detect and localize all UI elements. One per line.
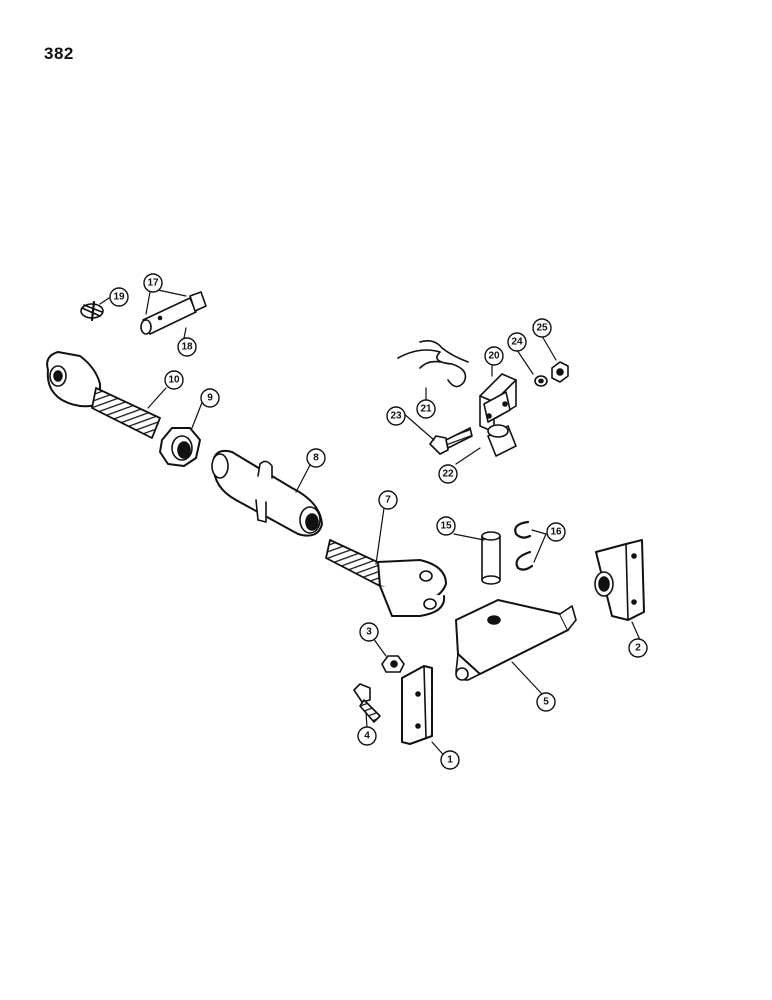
- callout-7-label: 7: [385, 495, 391, 506]
- callout-5-label: 5: [543, 697, 549, 708]
- callout-19-label: 19: [113, 292, 125, 303]
- threaded-clevis-part: [325, 539, 447, 617]
- bracket-part: [479, 373, 517, 433]
- callout-10-label: 10: [168, 375, 180, 386]
- hex-nut-part: [159, 427, 201, 467]
- bushing-part: [487, 424, 517, 457]
- callout-8-label: 8: [313, 453, 319, 464]
- callout-1-label: 1: [447, 755, 453, 766]
- callout-18: [177, 337, 197, 357]
- callout-23: [386, 406, 406, 426]
- snap-ring-part: [514, 520, 534, 571]
- spring-clip-part: [397, 340, 469, 388]
- callout-20: [484, 346, 504, 366]
- bolt-part: [429, 427, 473, 455]
- callout-19: [109, 287, 129, 307]
- callout-3: [359, 622, 379, 642]
- callout-9-label: 9: [207, 393, 213, 404]
- callout-21: [416, 399, 436, 419]
- callout-20-label: 20: [488, 351, 500, 362]
- callout-17: [143, 273, 163, 293]
- lynch-pin-part: [80, 300, 104, 322]
- callout-1: [440, 750, 460, 770]
- strap-part: [401, 665, 433, 745]
- pin-part: [481, 531, 501, 585]
- callout-4: [357, 726, 377, 746]
- callout-16-label: 16: [550, 527, 562, 538]
- callout-24: [507, 332, 527, 352]
- lever-arm-part: [455, 599, 577, 681]
- callout-4-label: 4: [364, 731, 370, 742]
- page-number: 382: [44, 44, 74, 63]
- mounting-plate-part: [594, 539, 645, 621]
- callout-22-label: 22: [442, 469, 454, 480]
- callout-25: [532, 318, 552, 338]
- lock-nut-part: [381, 655, 405, 673]
- callout-8: [306, 448, 326, 468]
- callout-21-label: 21: [420, 404, 432, 415]
- turnbuckle-part: [211, 449, 323, 537]
- link-end-part: [46, 351, 161, 439]
- callout-10: [164, 370, 184, 390]
- small-nut-part: [551, 361, 569, 383]
- callout-2-label: 2: [635, 643, 641, 654]
- callout-24-label: 24: [511, 337, 523, 348]
- callout-18-label: 18: [181, 342, 193, 353]
- callout-17-label: 17: [147, 278, 159, 289]
- callout-25-label: 25: [536, 323, 548, 334]
- callout-2: [628, 638, 648, 658]
- callout-15: [436, 516, 456, 536]
- clevis-pin-part: [140, 291, 207, 335]
- callout-7: [378, 490, 398, 510]
- washer-part: [534, 375, 548, 387]
- callout-9: [200, 388, 220, 408]
- callout-22: [438, 464, 458, 484]
- cap-screw-part: [353, 683, 381, 723]
- callout-23-label: 23: [390, 411, 402, 422]
- callout-15-label: 15: [440, 521, 452, 532]
- callout-16: [546, 522, 566, 542]
- callout-3-label: 3: [366, 627, 372, 638]
- callout-5: [536, 692, 556, 712]
